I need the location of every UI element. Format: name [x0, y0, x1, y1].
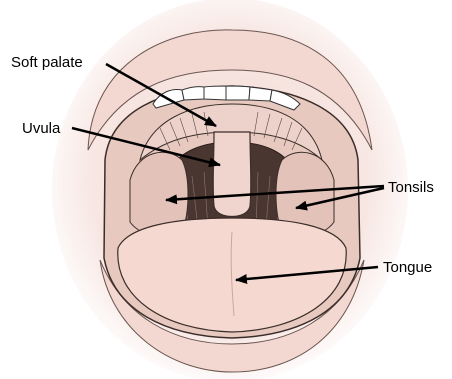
tongue-label: Tongue — [383, 259, 432, 277]
tonsils-label: Tonsils — [388, 179, 434, 197]
uvula-label: Uvula — [22, 120, 60, 138]
soft-palate-label: Soft palate — [11, 54, 83, 72]
uvula — [213, 132, 251, 217]
